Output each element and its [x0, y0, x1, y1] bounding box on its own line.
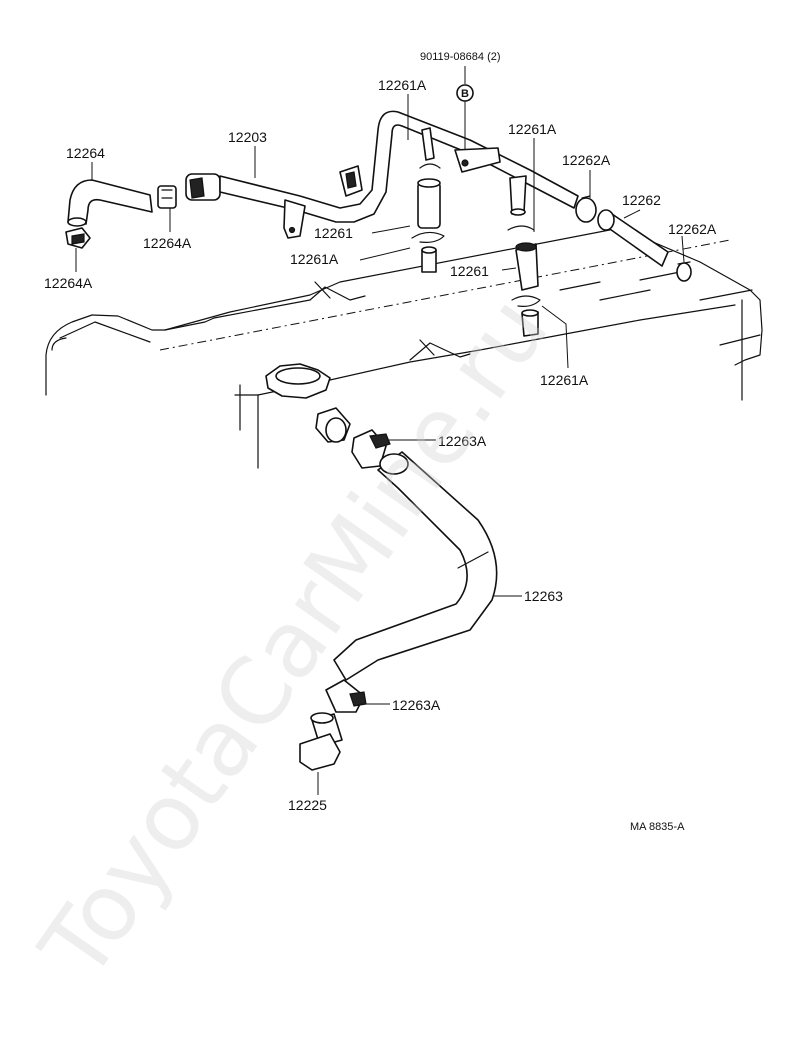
clip-12261a-left [411, 231, 445, 273]
label-12263a-upper: 12263A [438, 433, 487, 449]
clamp-12262a-right [676, 261, 692, 282]
label-12261-right: 12261 [450, 263, 489, 279]
label-drawing-code: MA 8835-A [630, 821, 685, 833]
callout-labels: 90119-08684 (2) 12264 12203 12261A 12261… [44, 51, 717, 833]
label-12225: 12225 [288, 797, 327, 813]
label-12263: 12263 [524, 588, 563, 604]
label-12262a-top: 12262A [562, 152, 611, 168]
label-12263a-lower: 12263A [392, 697, 441, 713]
engine-cylinder-head [45, 227, 763, 469]
pipe-12203 [185, 110, 579, 239]
label-12261-left: 12261 [314, 225, 353, 241]
label-12261a-top: 12261A [378, 77, 427, 93]
clamp-12263a-lower [325, 679, 367, 713]
label-12262a-right: 12262A [668, 221, 717, 237]
clamp-12264a-upper [157, 185, 177, 209]
leader-lines [75, 66, 685, 795]
clip-12261a-lower-right [511, 295, 541, 337]
hose-12261-left [417, 163, 441, 229]
label-12261a-lower-right: 12261A [540, 372, 589, 388]
clamp-12264a-lower [65, 227, 91, 249]
label-12261a-right: 12261A [508, 121, 557, 137]
oil-filler-cap [265, 363, 331, 399]
label-12262: 12262 [622, 192, 661, 208]
hose-12262 [597, 209, 669, 267]
hose-12263 [333, 451, 498, 681]
marker-b-letter: B [461, 88, 469, 100]
label-12264: 12264 [66, 145, 105, 161]
label-12261a-left: 12261A [290, 251, 339, 267]
hose-12264 [67, 179, 153, 227]
label-bolt-spec: 90119-08684 (2) [420, 51, 501, 63]
clamp-12262a-top [575, 195, 597, 223]
hose-12261-right [507, 225, 539, 291]
label-12264a-upper: 12264A [143, 235, 192, 251]
pipe-fitting-12263 [315, 407, 351, 443]
marker-b-badge: B [456, 84, 474, 102]
pcv-valve-12225 [299, 712, 343, 771]
clamp-12263a-upper [351, 429, 391, 469]
label-12264a-lower: 12264A [44, 275, 93, 291]
label-12203: 12203 [228, 129, 267, 145]
